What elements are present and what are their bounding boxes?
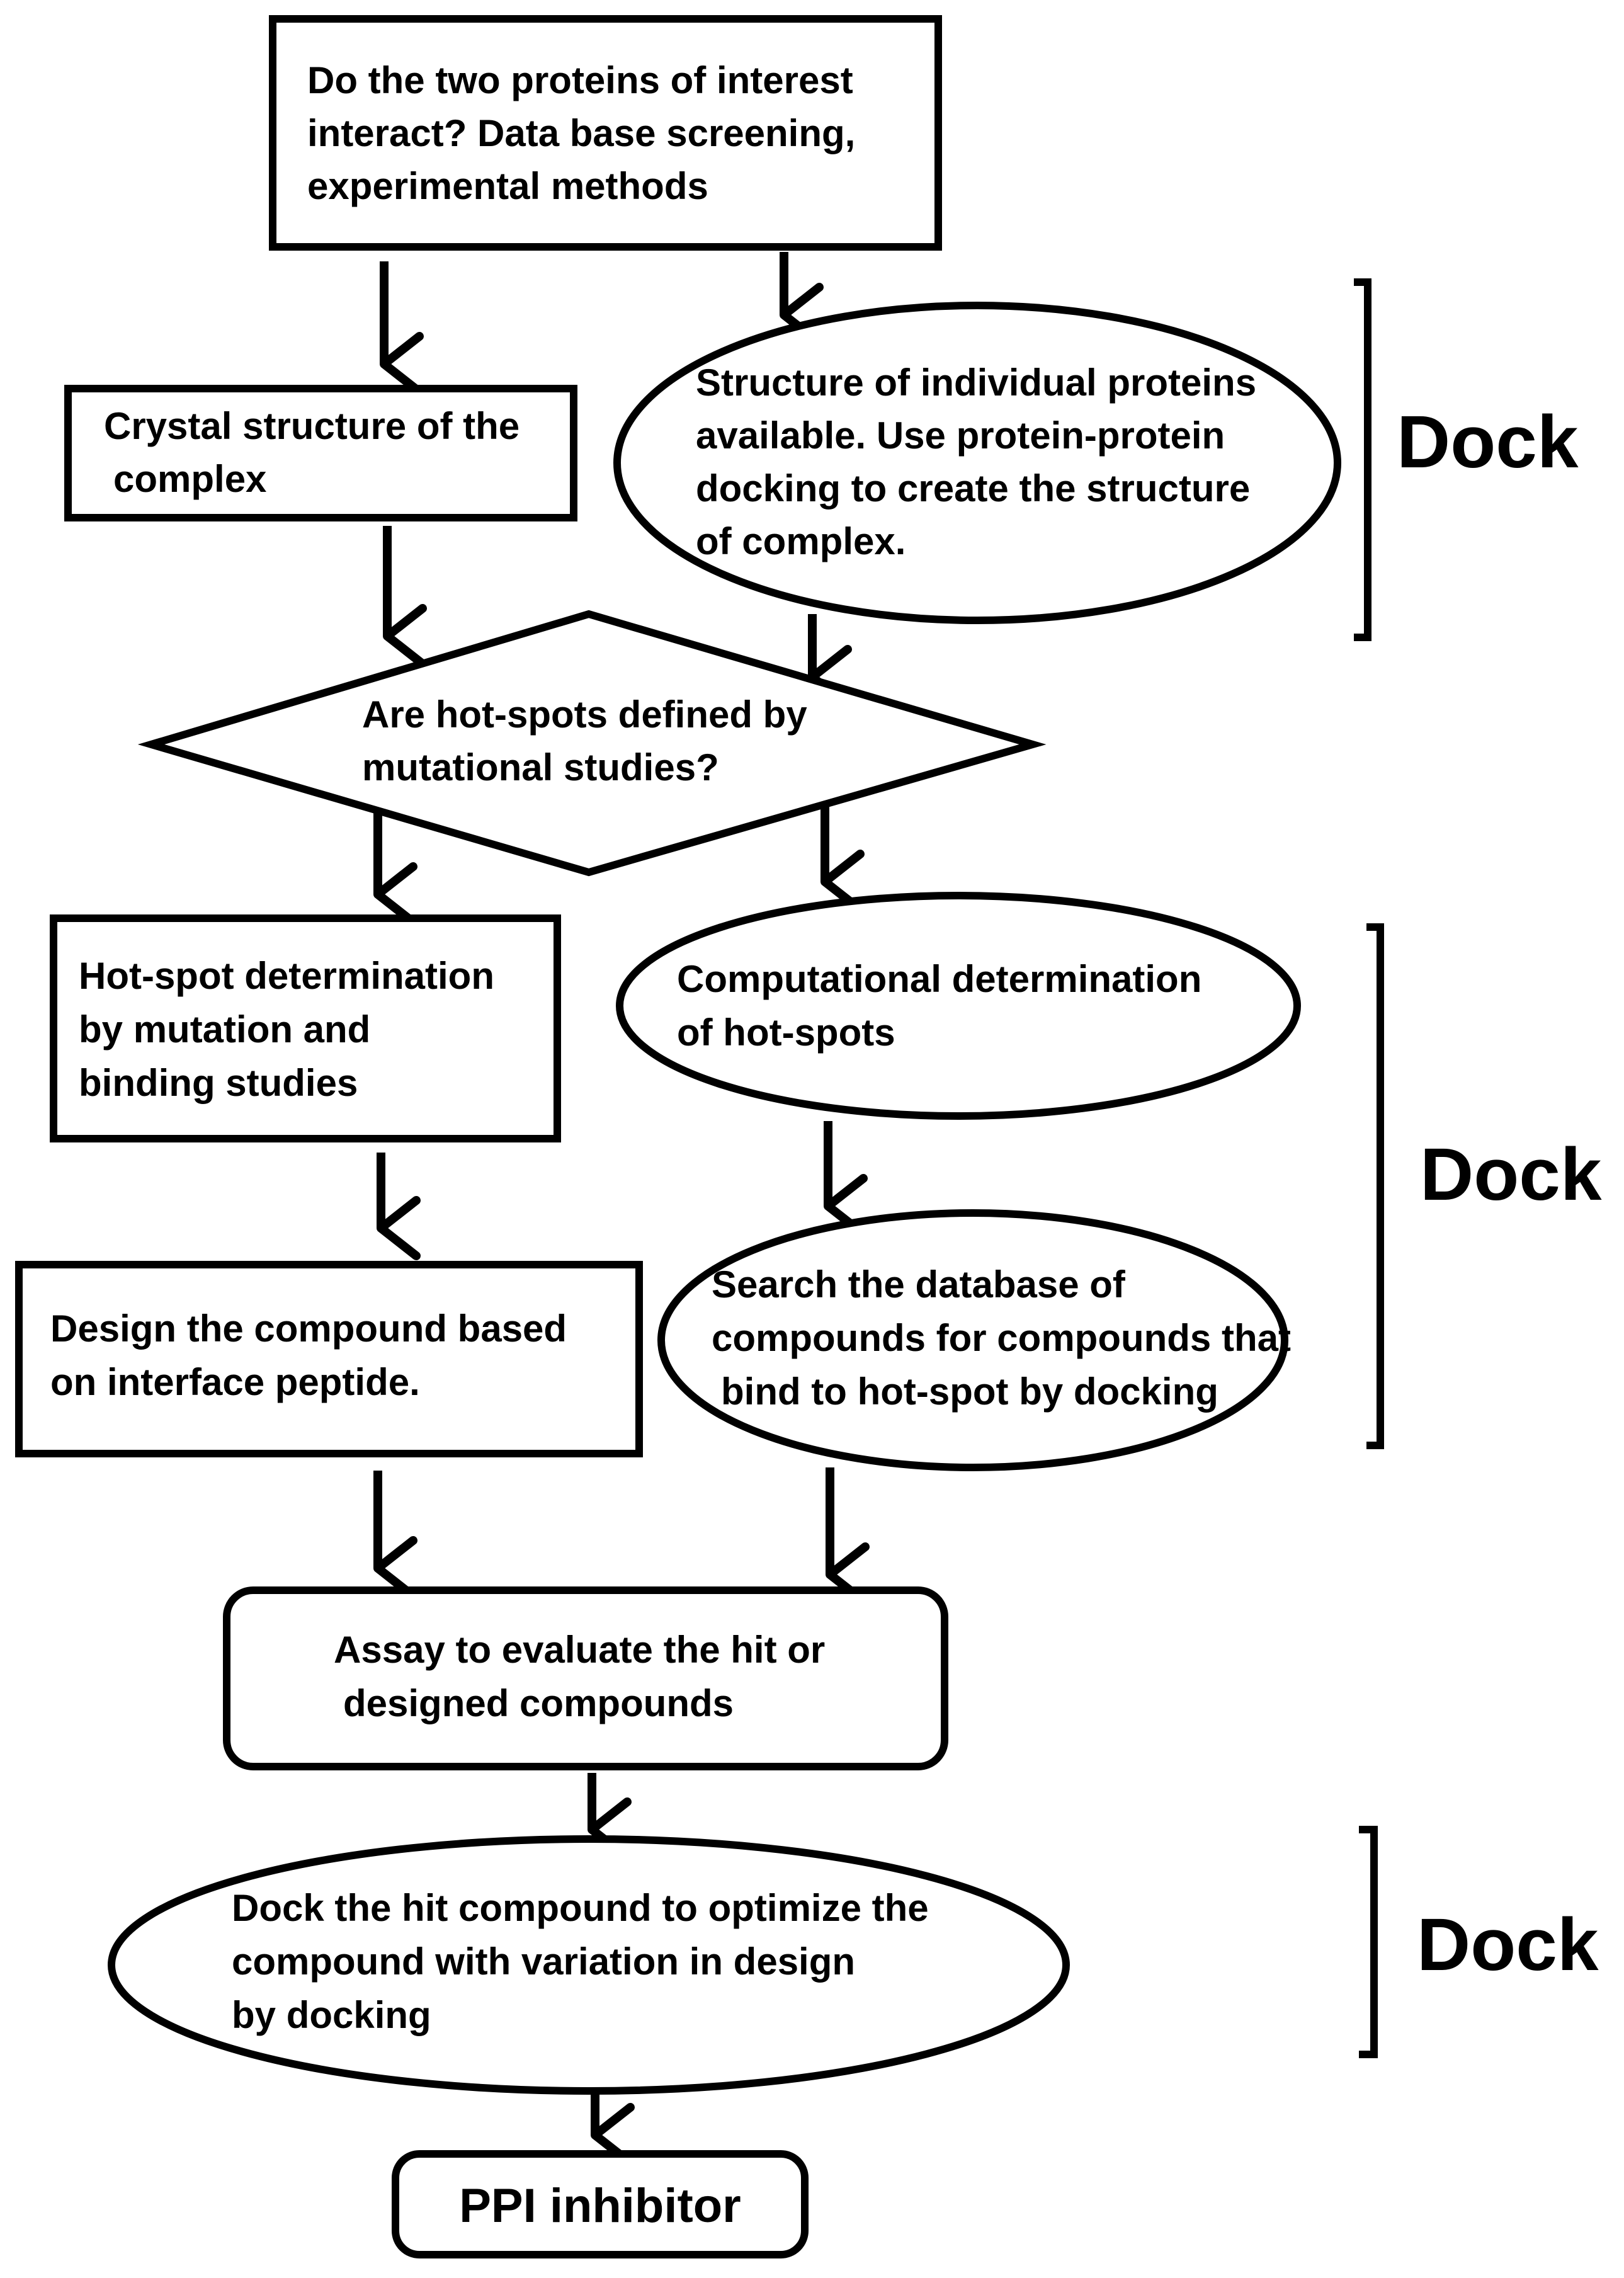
node-final: PPI inhibitor <box>392 2150 809 2258</box>
optimize-ellipse <box>108 1835 1070 2095</box>
node-search: Search the database of compounds for com… <box>657 1209 1302 1471</box>
node-hotspot-mutation: Hot-spot determination by mutation and b… <box>50 914 561 1142</box>
search-ellipse <box>657 1209 1288 1471</box>
node-decision: Are hot-spots defined by mutational stud… <box>137 610 1047 877</box>
assay-text: Assay to evaluate the hit or designed co… <box>334 1629 836 1724</box>
computational-text: Computational determination of hot-spots <box>677 958 1212 1054</box>
optimize-text: Dock the hit compound to optimize the co… <box>232 1887 939 2036</box>
assay-box <box>223 1586 948 1770</box>
search-text: Search the database of compounds for com… <box>712 1263 1302 1413</box>
decision-diamond <box>137 610 1047 877</box>
bracket-label-3: Dock <box>1417 1903 1599 1986</box>
hotspot-mutation-text: Hot-spot determination by mutation and b… <box>79 955 505 1104</box>
node-assay: Assay to evaluate the hit or designed co… <box>223 1586 948 1770</box>
docking-structure-ellipse <box>613 302 1341 624</box>
start-box <box>269 15 942 251</box>
bracket-line-3 <box>1359 1826 1378 2058</box>
node-computational: Computational determination of hot-spots <box>616 892 1301 1120</box>
design-box <box>15 1261 643 1457</box>
final-text: PPI inhibitor <box>459 2179 741 2233</box>
node-optimize: Dock the hit compound to optimize the co… <box>108 1835 1070 2095</box>
final-box <box>392 2150 809 2258</box>
hotspot-mutation-box <box>50 914 561 1142</box>
bracket-label-1: Dock <box>1397 401 1579 484</box>
node-docking-structure: Structure of individual proteins availab… <box>613 302 1341 624</box>
arrows <box>373 252 870 2167</box>
node-start: Do the two proteins of interest interact… <box>269 15 942 251</box>
bracket-dock-1: Dock <box>1354 278 1579 641</box>
node-design: Design the compound based on interface p… <box>15 1261 643 1457</box>
design-text: Design the compound based on interface p… <box>50 1307 577 1403</box>
bracket-line-1 <box>1354 278 1371 641</box>
crystal-text: Crystal structure of the complex <box>104 405 530 500</box>
bracket-dock-3: Dock <box>1359 1826 1599 2058</box>
start-text: Do the two proteins of interest interact… <box>307 59 866 207</box>
decision-text: Are hot-spots defined by mutational stud… <box>362 693 817 789</box>
crystal-box <box>64 385 577 521</box>
bracket-line-2 <box>1366 923 1384 1449</box>
node-crystal-structure: Crystal structure of the complex <box>64 385 577 521</box>
docking-structure-text: Structure of individual proteins availab… <box>696 362 1267 562</box>
computational-ellipse <box>616 892 1301 1120</box>
bracket-label-2: Dock <box>1420 1133 1602 1216</box>
bracket-dock-2: Dock <box>1366 923 1602 1449</box>
